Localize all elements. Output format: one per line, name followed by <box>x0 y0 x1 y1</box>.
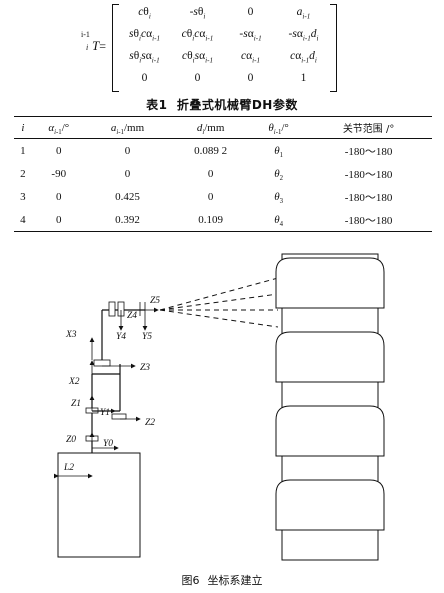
table-cell: 0 <box>31 208 86 232</box>
joint-2 <box>111 413 127 420</box>
table-caption-label: 表1 <box>146 98 168 112</box>
table-cell: -90 <box>51 167 67 180</box>
matrix-cell: cθisαi-1 <box>181 50 214 65</box>
table-cell: 0 <box>56 190 62 203</box>
coordinate-frame-figure: Z5 Z4 Y4 Y5 X3 Z3 X2 Z1 Y1 Z2 Z0 Y0 L2 <box>54 253 385 561</box>
matrix-cell: -sαi-1di <box>288 28 319 43</box>
label-x2: X2 <box>68 377 80 387</box>
matrix-cell: 0 <box>247 6 254 18</box>
label-l2: L2 <box>63 463 74 473</box>
table-cell: 0.392 <box>85 208 170 232</box>
matrix-cell: sθicαi-1 <box>128 28 161 43</box>
beam-1 <box>159 277 279 311</box>
matrix-cell: cαi-1 <box>240 50 261 65</box>
matrix-row: 0 0 0 1 <box>118 72 330 94</box>
table-cell: θ2 <box>274 167 284 182</box>
table-cell: θ3 <box>274 190 284 205</box>
table-caption-text: 折叠式机械臂DH参数 <box>176 98 298 112</box>
joint-4 <box>108 301 116 317</box>
table-cell: 0 <box>207 190 214 203</box>
column-ring <box>275 405 385 457</box>
table-cell: 0.089 2 <box>194 144 228 157</box>
figure-caption: 图6 坐标系建立 <box>0 572 444 588</box>
table-cell: 2 <box>20 167 26 180</box>
table-cell: θ1 <box>274 144 284 159</box>
matrix-lhs-presup: i-1 <box>81 30 90 39</box>
table-cell: θ4 <box>252 208 306 232</box>
matrix-cell: 1 <box>300 72 307 84</box>
figure-caption-text: 坐标系建立 <box>207 574 263 587</box>
matrix-row: cθi -sθi 0 ai-1 <box>118 6 330 28</box>
table-cell: -180～180 <box>344 191 393 204</box>
table-cell: 0 <box>207 167 214 180</box>
matrix-left-bracket <box>112 4 119 92</box>
label-z4: Z4 <box>127 311 137 321</box>
label-z0: Z0 <box>66 435 76 445</box>
label-y1: Y1 <box>100 408 110 418</box>
label-z2: Z2 <box>145 418 155 428</box>
column-ring <box>275 479 385 531</box>
matrix-row: sθicαi-1 cθicαi-1 -sαi-1 -sαi-1di <box>118 28 330 50</box>
joint-3 <box>93 359 111 367</box>
matrix-cell: cθi <box>138 6 151 21</box>
table-header-cell: i <box>14 116 32 139</box>
matrix-row: sθisαi-1 cθisαi-1 cαi-1 cαi-1di <box>118 50 330 72</box>
table-header-cell: 关节范围 /° <box>305 116 432 139</box>
matrix-cell: sθisαi-1 <box>129 50 160 65</box>
figure-caption-label: 图6 <box>181 574 200 587</box>
matrix-lhs-presub: i <box>86 43 89 52</box>
label-y5: Y5 <box>142 332 152 342</box>
table-cell: 4 <box>14 208 32 232</box>
target-column <box>275 253 385 561</box>
matrix-cell: 0 <box>194 72 201 84</box>
matrix-cell: cαi-1di <box>290 50 317 65</box>
table-row: 1 0 0 0.089 2 θ1 -180～180 <box>14 139 432 163</box>
table-cell: -180～180 <box>344 168 393 181</box>
label-z5: Z5 <box>150 296 160 306</box>
table-cell: 0.109 <box>169 208 253 232</box>
label-y0: Y0 <box>103 439 113 449</box>
table-cell: 0 <box>56 144 62 157</box>
table-cell: -180～180 <box>344 145 393 158</box>
matrix-cell: cθicαi-1 <box>181 28 214 43</box>
table-header-cell: αi-1/° <box>31 116 86 139</box>
matrix-lhs: i-1 i T= <box>81 30 107 54</box>
table-cell: -180～180 <box>305 208 432 232</box>
table-header-cell: di/mm <box>169 116 253 139</box>
column-ring <box>275 257 385 309</box>
matrix-cell: 0 <box>247 72 254 84</box>
transform-matrix-equation: i-1 i T= cθi -sθi 0 ai-1 sθicαi-1 cθicαi-1 -sα… <box>81 2 372 94</box>
table-caption: 表1 折叠式机械臂DH参数 <box>0 96 444 113</box>
table-cell: 3 <box>20 190 26 203</box>
matrix-cell: ai-1 <box>296 6 311 21</box>
matrix-lhs-symbol: T <box>92 38 100 53</box>
table-row: 2 -90 0 0 θ2 -180～180 <box>14 162 432 185</box>
matrix-cell: 0 <box>141 72 148 84</box>
table-cell: 0 <box>124 167 131 180</box>
table-cell: 0.425 <box>115 190 140 203</box>
beam-2 <box>159 293 279 311</box>
column-ring <box>275 331 385 383</box>
matrix-right-bracket <box>330 4 337 92</box>
matrix-cell: -sθi <box>189 6 206 21</box>
label-z1: Z1 <box>71 399 81 409</box>
table-cell: 1 <box>20 144 26 157</box>
table-row: 3 0 0.425 0 θ3 -180～180 <box>14 185 432 208</box>
table-cell: 0 <box>124 144 131 157</box>
robot-base <box>57 452 141 558</box>
label-z3: Z3 <box>140 363 150 373</box>
table-header-cell: ai-1/mm <box>85 116 170 139</box>
table-header-cell: θi-1/° <box>252 116 306 139</box>
label-x3: X3 <box>65 330 77 340</box>
beam-4 <box>159 309 279 328</box>
label-y4: Y4 <box>116 332 126 342</box>
matrix-cell: -sαi-1 <box>239 28 262 43</box>
